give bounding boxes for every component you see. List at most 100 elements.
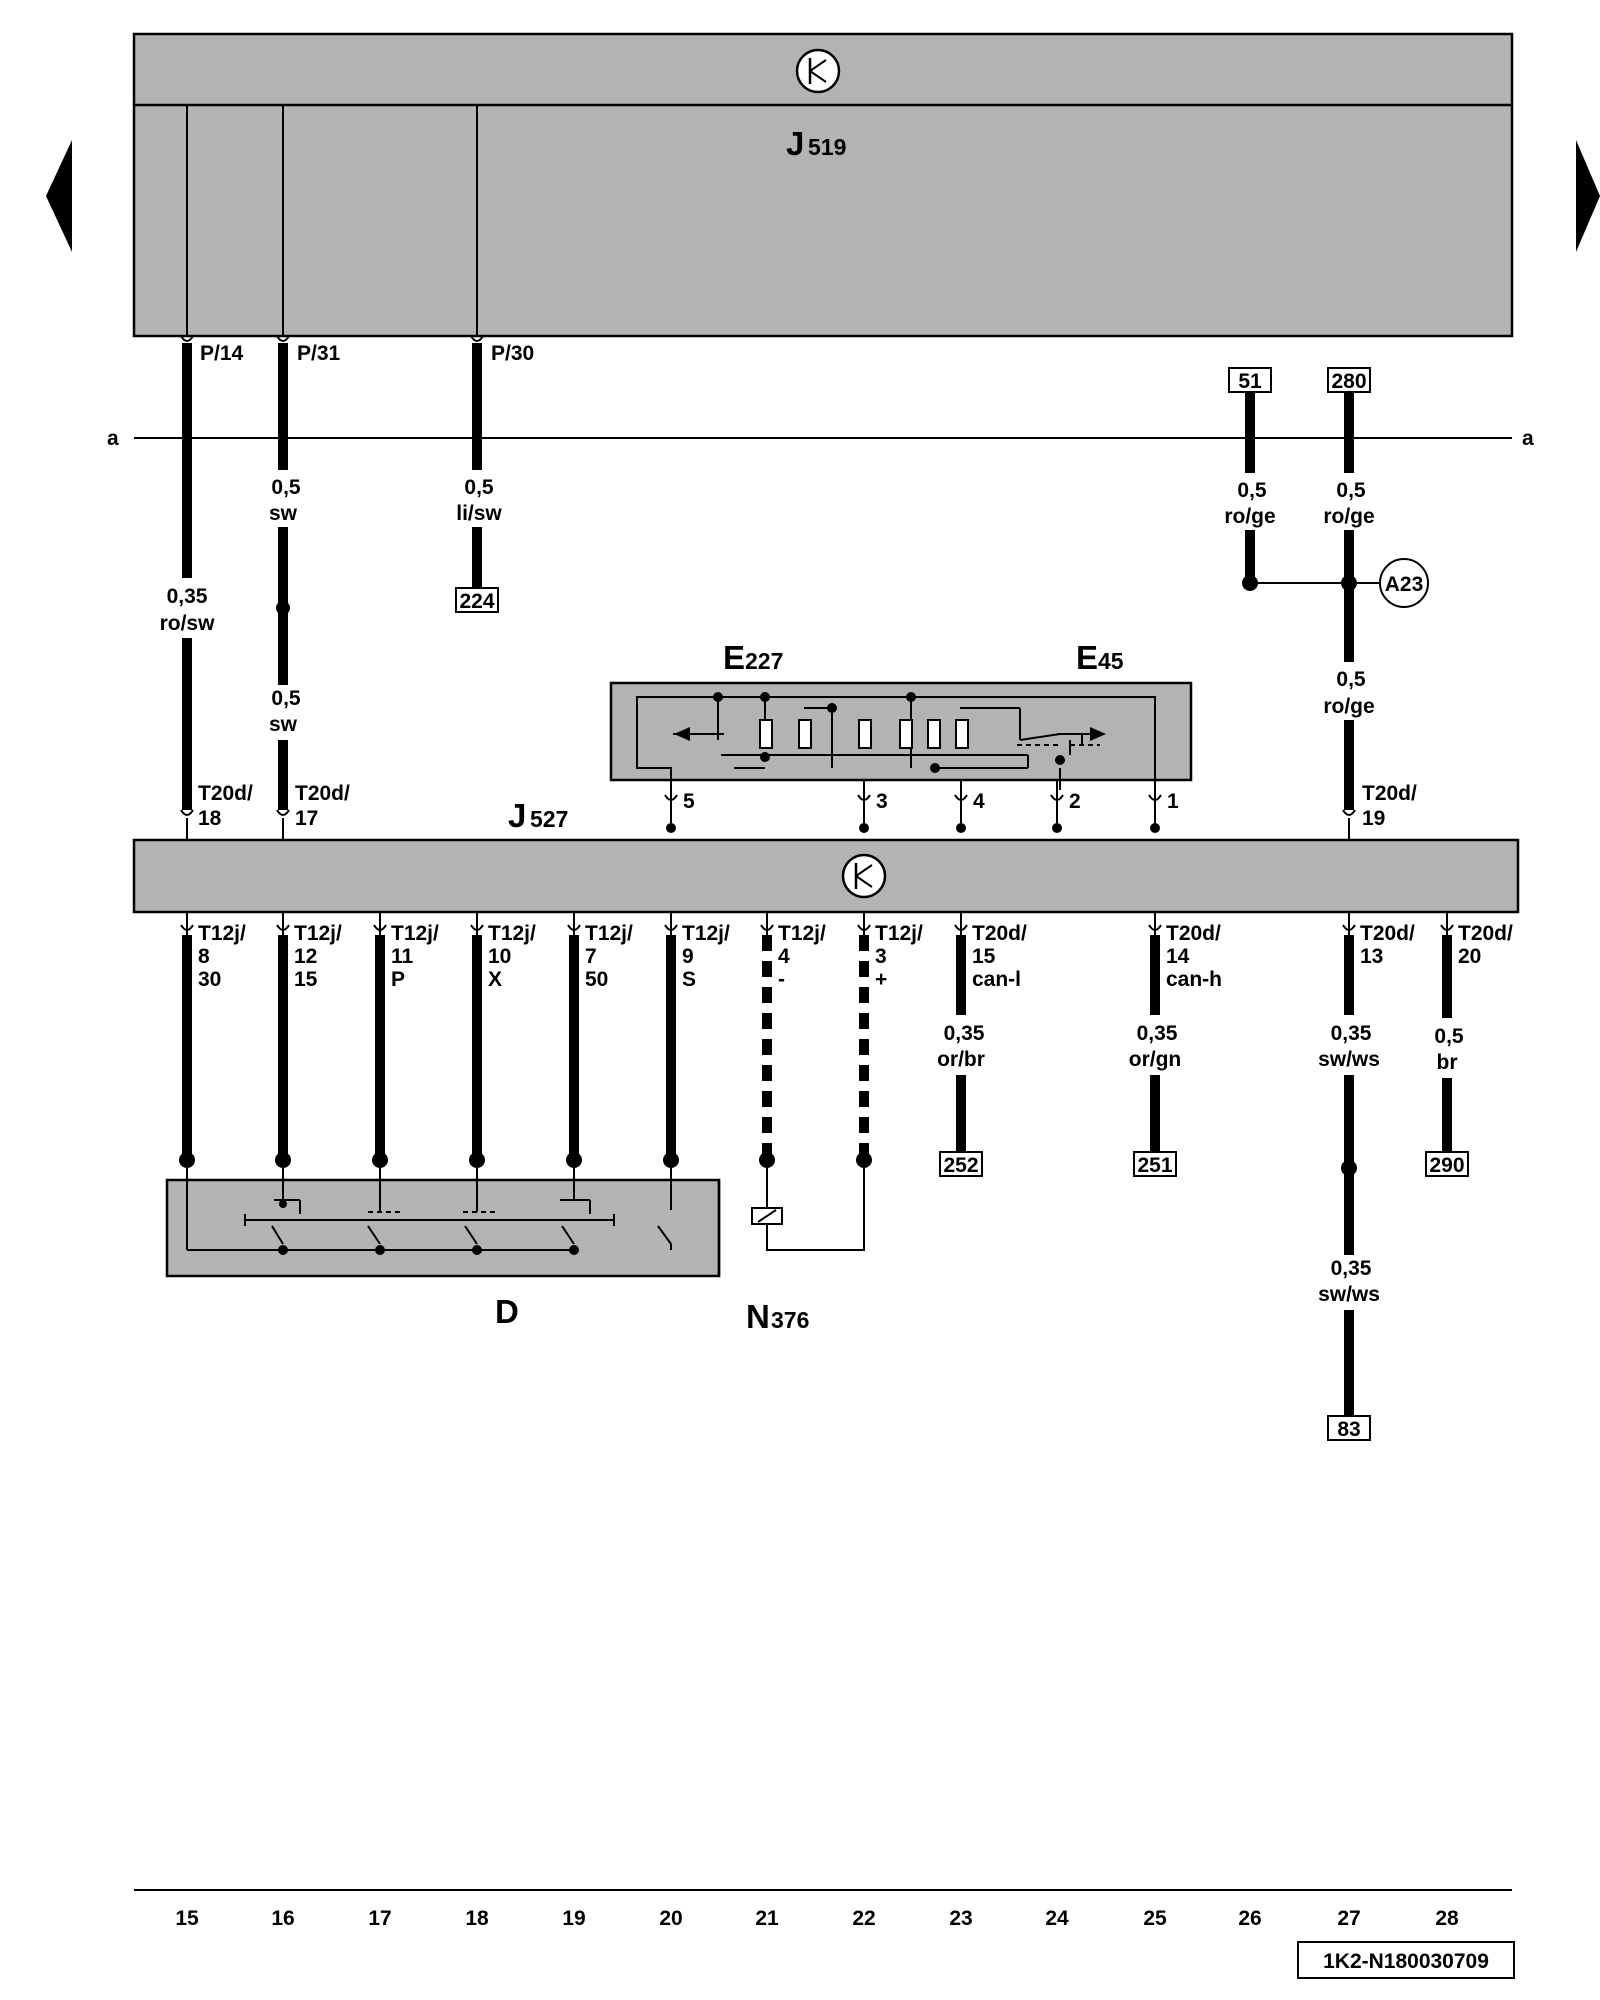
scale-number: 16 bbox=[271, 1907, 294, 1930]
lower-wires: 0,35 or/br 0,35 or/gn 0,35 sw/ws 0,35 sw… bbox=[179, 935, 1464, 1416]
switch-pin-1: 1 bbox=[1167, 790, 1179, 813]
ref-51[interactable]: 51 bbox=[1228, 367, 1272, 393]
wire-size: 0,5 bbox=[1434, 1025, 1464, 1048]
j527-label: J bbox=[508, 797, 526, 834]
j527-top-pins: T20d/ 18 T20d/ 17 T20d/ 19 J 527 bbox=[180, 782, 1417, 840]
wire-color: or/gn bbox=[1129, 1048, 1182, 1071]
j527-bottom-pin-label: T12j/ bbox=[294, 922, 342, 945]
scale-number: 25 bbox=[1143, 1907, 1167, 1930]
switch-pin-2: 2 bbox=[1069, 790, 1081, 813]
scale-number: 22 bbox=[852, 1907, 875, 1930]
j527-bottom-pin-label: T12j/ bbox=[391, 922, 439, 945]
j527-bottom-pin-label: 9 bbox=[682, 945, 694, 968]
j527-bottom-pin-label: 20 bbox=[1458, 945, 1481, 968]
scale-number: 19 bbox=[562, 1907, 585, 1930]
j527-bottom-pin-label: T12j/ bbox=[585, 922, 633, 945]
j527-bottom-pin-label: can-l bbox=[972, 968, 1021, 991]
switch-module-pins: 5 3 4 2 1 bbox=[664, 780, 1179, 833]
pin-p14: P/14 bbox=[200, 342, 244, 365]
control-unit-symbol-icon bbox=[795, 48, 841, 94]
scale-number: 18 bbox=[465, 1907, 489, 1930]
j527-bottom-pin-label: 30 bbox=[198, 968, 221, 991]
upper-wires: 0,35 ro/sw 0,5 sw 0,5 sw 0,5 li/sw 0,5 r… bbox=[160, 343, 1429, 810]
j519-label-sub: 519 bbox=[808, 134, 846, 160]
wire-size: 0,5 bbox=[1237, 479, 1267, 502]
switch-pin-5: 5 bbox=[683, 790, 695, 813]
j527-bottom-pin-label: T20d/ bbox=[1166, 922, 1221, 945]
wire-size: 0,5 bbox=[1336, 479, 1366, 502]
j527-bottom-pin-label: T20d/ bbox=[1458, 922, 1513, 945]
svg-text:19: 19 bbox=[1362, 807, 1385, 830]
wire-color: ro/ge bbox=[1323, 505, 1374, 528]
j527-bottom-pin-label: T12j/ bbox=[875, 922, 923, 945]
wire-color: sw bbox=[269, 713, 298, 736]
wire-size: 0,35 bbox=[1331, 1257, 1372, 1280]
pin-p30: P/30 bbox=[491, 342, 534, 365]
wire-color: br bbox=[1437, 1051, 1458, 1074]
ref-251[interactable]: 251 bbox=[1133, 1151, 1177, 1177]
j527-bottom-pin-label: T20d/ bbox=[972, 922, 1027, 945]
prev-page-arrow[interactable] bbox=[46, 140, 72, 252]
ref-280[interactable]: 280 bbox=[1327, 367, 1371, 393]
j527-bottom-pin-label: 7 bbox=[585, 945, 597, 968]
j527-bottom-pin-label: 4 bbox=[778, 945, 790, 968]
j527-bottom-pin-label: P bbox=[391, 968, 405, 991]
j527-bottom-pin-label: + bbox=[875, 968, 887, 991]
d-ignition-switch: D bbox=[165, 1168, 721, 1330]
wire-size: 0,5 bbox=[271, 687, 301, 710]
n376-label-sub: 376 bbox=[771, 1307, 809, 1333]
svg-text:251: 251 bbox=[1137, 1154, 1172, 1177]
e45-label-sub: 45 bbox=[1098, 648, 1124, 674]
scale-number: 17 bbox=[368, 1907, 391, 1930]
d-label: D bbox=[495, 1293, 519, 1330]
wire-size: 0,35 bbox=[1137, 1022, 1178, 1045]
j527-label-sub: 527 bbox=[530, 806, 568, 832]
scale-number: 24 bbox=[1045, 1907, 1069, 1930]
wire-color: sw/ws bbox=[1318, 1048, 1380, 1071]
n376-solenoid: N 376 bbox=[717, 1168, 865, 1335]
ref-252[interactable]: 252 bbox=[939, 1151, 983, 1177]
wire-size: 0,35 bbox=[944, 1022, 985, 1045]
j519-control-unit: J 519 bbox=[132, 32, 1514, 338]
wire-color: ro/ge bbox=[1323, 695, 1374, 718]
wire-size: 0,5 bbox=[464, 476, 494, 499]
j527-bottom-pin-label: T20d/ bbox=[1360, 922, 1415, 945]
j527-bottom-pin-label: 15 bbox=[972, 945, 996, 968]
j527-bottom-pin-label: 50 bbox=[585, 968, 608, 991]
next-page-arrow[interactable] bbox=[1576, 140, 1600, 252]
j527-bottom-pin-label: - bbox=[778, 968, 785, 991]
j527-bottom-pin-label: 13 bbox=[1360, 945, 1383, 968]
j527-bottom-pin-label: T12j/ bbox=[488, 922, 536, 945]
scale-number: 27 bbox=[1337, 1907, 1360, 1930]
j527-bottom-pin-label: T12j/ bbox=[682, 922, 730, 945]
wire-color: sw/ws bbox=[1318, 1283, 1380, 1306]
svg-text:51: 51 bbox=[1238, 370, 1262, 393]
j527-bottom-pin-label: 10 bbox=[488, 945, 511, 968]
wire-color: ro/ge bbox=[1224, 505, 1275, 528]
switch-pin-3: 3 bbox=[876, 790, 888, 813]
e227-label: E bbox=[723, 639, 745, 676]
j527-bottom-pin-label: 14 bbox=[1166, 945, 1190, 968]
j519-pins: P/14 P/31 P/30 bbox=[180, 335, 534, 365]
j527-pin-t20d-17: T20d/ bbox=[295, 782, 350, 805]
scale-number: 23 bbox=[949, 1907, 972, 1930]
a23-connector: A23 bbox=[1379, 558, 1429, 608]
ref-290[interactable]: 290 bbox=[1425, 1151, 1469, 1177]
control-unit-symbol-icon bbox=[841, 853, 887, 899]
wire-size: 0,5 bbox=[271, 476, 301, 499]
scale-number: 26 bbox=[1238, 1907, 1261, 1930]
ref-224[interactable]: 224 bbox=[455, 587, 499, 613]
pin-p31: P/31 bbox=[297, 342, 341, 365]
wire-color: ro/sw bbox=[160, 612, 216, 635]
svg-text:224: 224 bbox=[459, 590, 494, 613]
j527-bottom-pin-label: 15 bbox=[294, 968, 318, 991]
a23-label: A23 bbox=[1385, 573, 1424, 596]
j527-bottom-pin-label: X bbox=[488, 968, 502, 991]
wire-size: 0,35 bbox=[167, 585, 208, 608]
ref-83[interactable]: 83 bbox=[1327, 1415, 1371, 1441]
switch-pin-4: 4 bbox=[973, 790, 985, 813]
svg-text:1K2-N180030709: 1K2-N180030709 bbox=[1323, 1950, 1489, 1973]
j527-bottom-pin-label: S bbox=[682, 968, 696, 991]
